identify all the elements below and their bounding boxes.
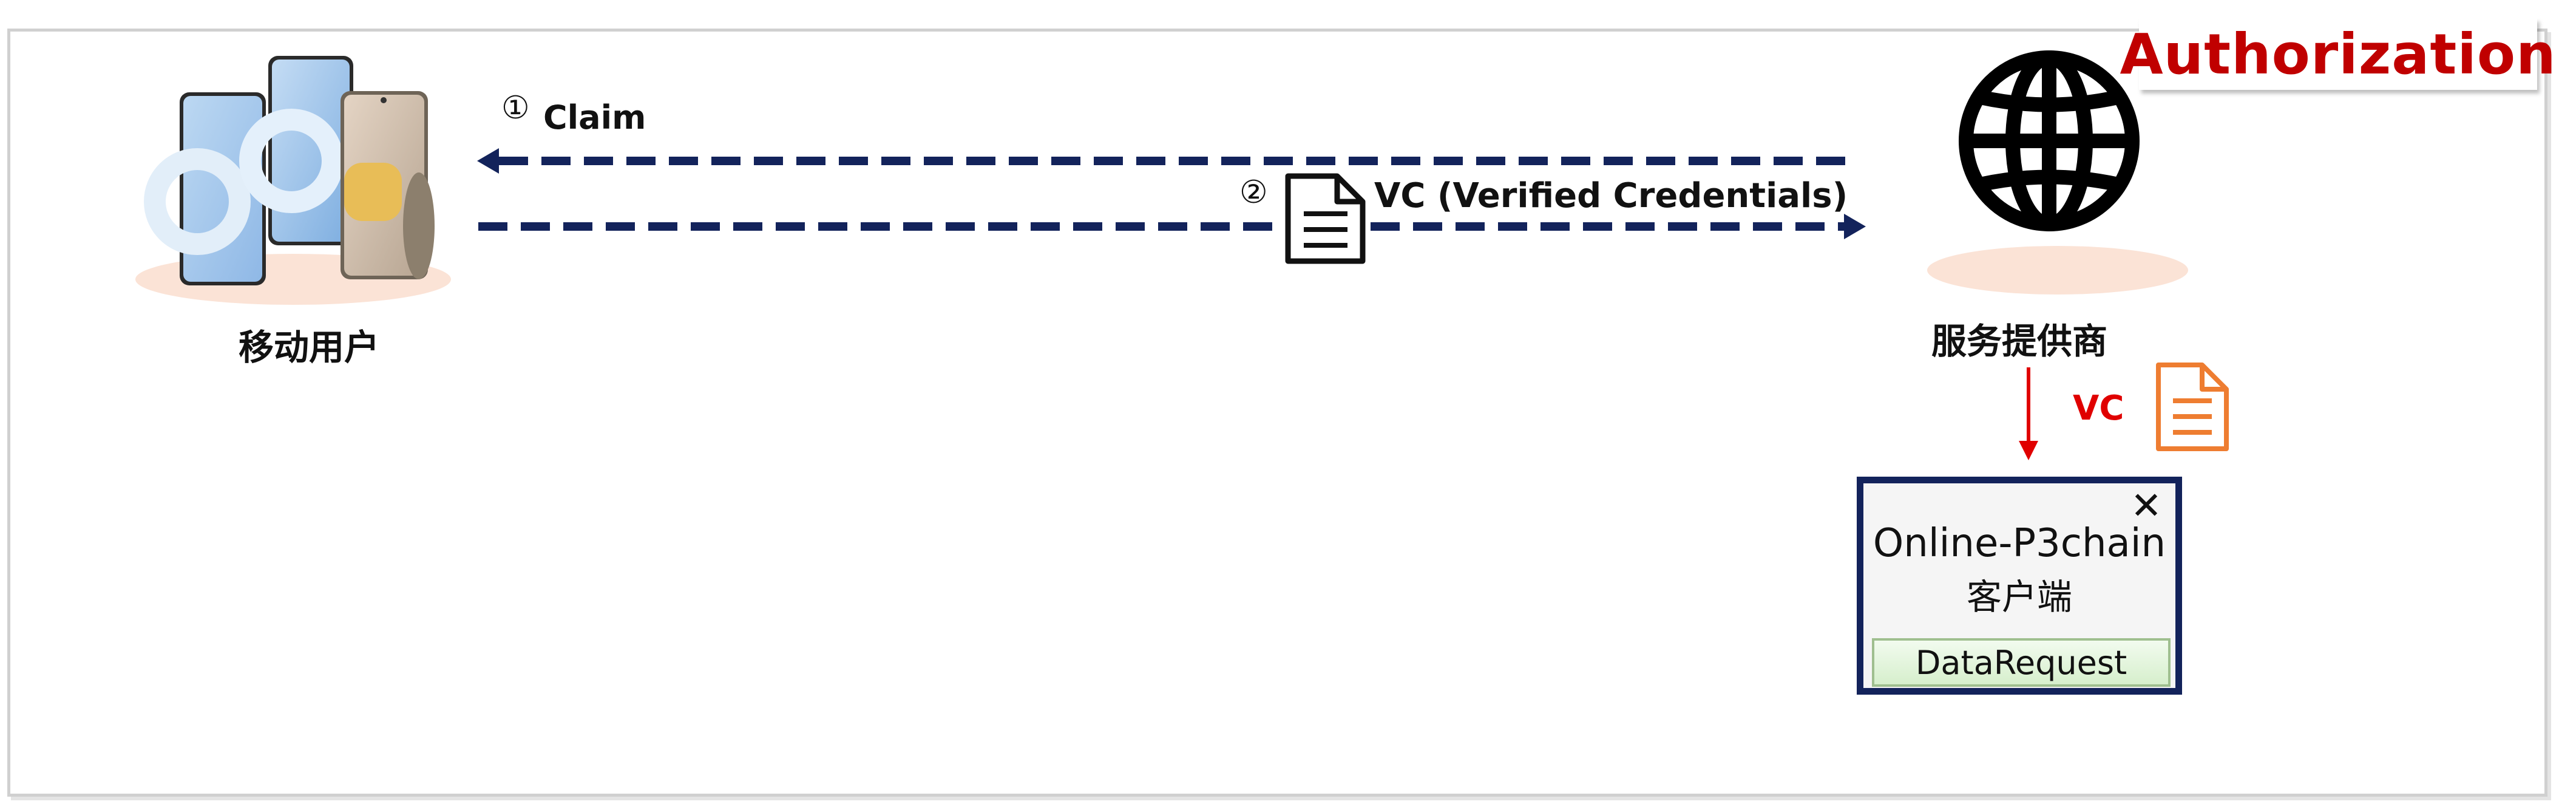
phones-image bbox=[144, 56, 435, 285]
claim-arrowhead bbox=[477, 148, 499, 174]
mobile-user-label: 移动用户 bbox=[239, 327, 380, 368]
vc-label: VC (Verified Credentials) bbox=[1374, 176, 1848, 216]
provider-ellipse bbox=[1927, 246, 2188, 295]
title-box: Authorization bbox=[2120, 18, 2556, 90]
client-name: Online-P3chain bbox=[1873, 521, 2166, 566]
globe-icon bbox=[1959, 50, 2140, 231]
service-provider-label: 服务提供商 bbox=[1931, 321, 2108, 362]
vc-down-arrowhead bbox=[2019, 441, 2038, 460]
document-orange-icon bbox=[2156, 363, 2229, 451]
claim-step-number: ① bbox=[501, 90, 530, 126]
diagram-title: Authorization bbox=[2120, 21, 2557, 87]
client-window: ✕ Online-P3chain 客户端 DataRequest bbox=[1857, 477, 2182, 695]
client-subtitle: 客户端 bbox=[1966, 576, 2072, 618]
vc-down-label: VC bbox=[2073, 389, 2124, 428]
close-icon[interactable]: ✕ bbox=[2130, 483, 2162, 528]
vc-step-number: ② bbox=[1239, 174, 1268, 211]
vc-arrowhead bbox=[1844, 214, 1866, 239]
document-icon bbox=[1285, 173, 1366, 264]
data-request-button[interactable]: DataRequest bbox=[1872, 638, 2171, 687]
claim-label: Claim bbox=[543, 98, 646, 137]
